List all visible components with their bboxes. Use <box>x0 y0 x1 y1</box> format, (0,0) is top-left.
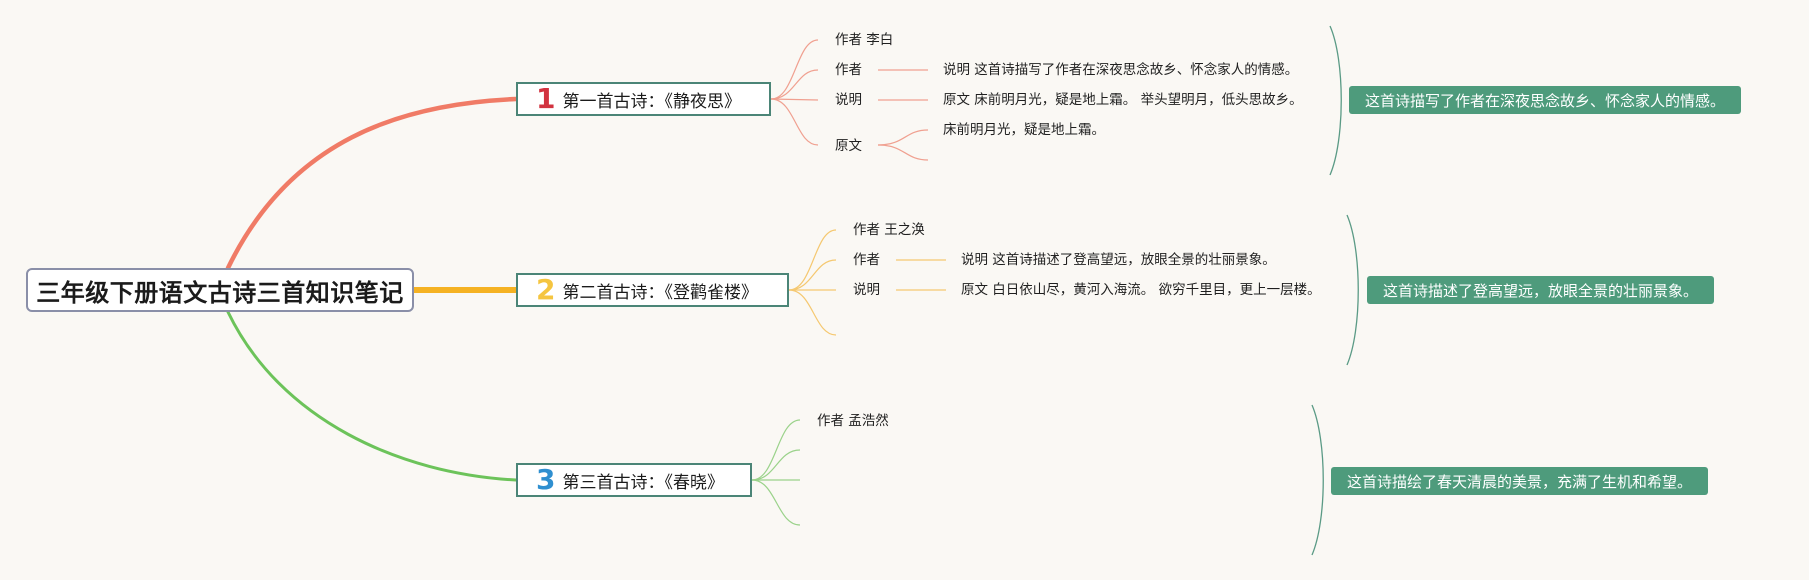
poem-1-summary[interactable]: 这首诗描写了作者在深夜思念故乡、怀念家人的情感。 <box>1349 86 1742 114</box>
poem-2-title: 第二首古诗：《登鹳雀楼》 <box>562 282 758 303</box>
poem-1-author[interactable]: 作者 李白 <box>835 32 894 48</box>
poem-2-l1-author[interactable]: 作者 <box>853 252 880 268</box>
poem-3-node[interactable]: 3 第三首古诗：《春晓》 <box>516 463 752 497</box>
poem-1-node[interactable]: 1 第一首古诗：《静夜思》 <box>516 82 771 116</box>
poem-1-l1-desc[interactable]: 说明 <box>835 92 862 108</box>
poem-1-l2-text[interactable]: 原文 床前明月光，疑是地上霜。 举头望明月，低头思故乡。 <box>943 92 1303 108</box>
summary-bracket-1 <box>1329 25 1342 176</box>
poem-1-l2-desc[interactable]: 说明 这首诗描写了作者在深夜思念故乡、怀念家人的情感。 <box>943 62 1299 78</box>
poem-2-l2-text[interactable]: 原文 白日依山尽，黄河入海流。 欲穷千里目，更上一层楼。 <box>961 282 1321 298</box>
poem-2-node[interactable]: 2 第二首古诗：《登鹳雀楼》 <box>516 273 789 307</box>
poem-3-summary[interactable]: 这首诗描绘了春天清晨的美景，充满了生机和希望。 <box>1331 467 1709 495</box>
poem-1-l1-text[interactable]: 原文 <box>835 138 862 154</box>
poem2-links <box>788 229 946 336</box>
branch-connector-3 <box>226 310 518 482</box>
poem-1-l2-line[interactable]: 床前明月光，疑是地上霜。 <box>943 122 1105 138</box>
poem-2-l2-desc[interactable]: 说明 这首诗描述了登高望远，放眼全景的壮丽景象。 <box>961 252 1276 268</box>
number-1-icon: 1 <box>536 82 556 115</box>
root-topic[interactable]: 三年级下册语文古诗三首知识笔记 <box>26 268 414 312</box>
summary-bracket-2 <box>1346 214 1359 366</box>
number-2-icon: 2 <box>536 273 556 306</box>
poem-3-title: 第三首古诗：《春晓》 <box>562 472 724 493</box>
poem-2-summary[interactable]: 这首诗描述了登高望远，放眼全景的壮丽景象。 <box>1367 276 1715 304</box>
poem1-links <box>770 39 929 161</box>
poem-1-title: 第一首古诗：《静夜思》 <box>562 91 741 112</box>
branch-connector-1 <box>225 96 519 271</box>
poem-1-l1-author[interactable]: 作者 <box>835 62 862 78</box>
poem3-links <box>751 419 801 526</box>
number-3-icon: 3 <box>536 463 556 496</box>
poem-2-author[interactable]: 作者 王之涣 <box>853 222 925 238</box>
summary-bracket-3 <box>1311 404 1324 556</box>
poem-3-author[interactable]: 作者 孟浩然 <box>817 413 889 429</box>
poem-2-l1-desc[interactable]: 说明 <box>853 282 880 298</box>
